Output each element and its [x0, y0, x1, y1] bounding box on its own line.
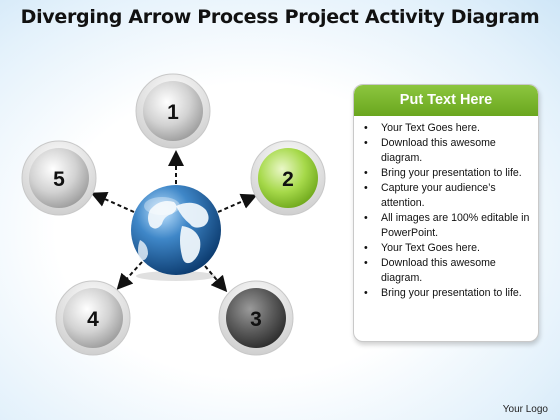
node-2: 2 — [250, 140, 326, 216]
arrow-to-node-3 — [204, 265, 228, 293]
arrow-to-node-2 — [217, 193, 258, 213]
node-3-label: 3 — [250, 308, 262, 331]
node-5-label: 5 — [53, 168, 65, 191]
list-item: Your Text Goes here. — [364, 241, 532, 256]
node-2-label: 2 — [282, 168, 294, 191]
node-1: 1 — [135, 73, 211, 149]
list-item: Your Text Goes here. — [364, 121, 532, 136]
arrow-to-node-5 — [90, 191, 135, 213]
list-item: Bring your presentation to life. — [364, 166, 532, 181]
node-1-label: 1 — [167, 101, 179, 124]
arrow-to-node-4 — [116, 261, 143, 290]
node-3: 3 — [218, 280, 294, 356]
node-4-label: 4 — [87, 308, 99, 331]
bullet-list: Your Text Goes here. Download this aweso… — [354, 116, 538, 301]
list-item: Download this awesome diagram. — [364, 136, 532, 166]
node-4: 4 — [55, 280, 131, 356]
logo-placeholder: Your Logo — [502, 404, 548, 415]
list-item: Bring your presentation to life. — [364, 286, 532, 301]
list-item: All images are 100% editable in PowerPoi… — [364, 211, 532, 241]
page-title: Diverging Arrow Process Project Activity… — [20, 6, 540, 28]
diverging-arrows — [90, 150, 258, 293]
list-item: Capture your audience’s attention. — [364, 181, 532, 211]
node-5: 5 — [21, 140, 97, 216]
globe-icon — [131, 185, 221, 281]
text-panel: Put Text Here Your Text Goes here. Downl… — [353, 84, 539, 342]
panel-header: Put Text Here — [354, 85, 538, 116]
list-item: Download this awesome diagram. — [364, 256, 532, 286]
